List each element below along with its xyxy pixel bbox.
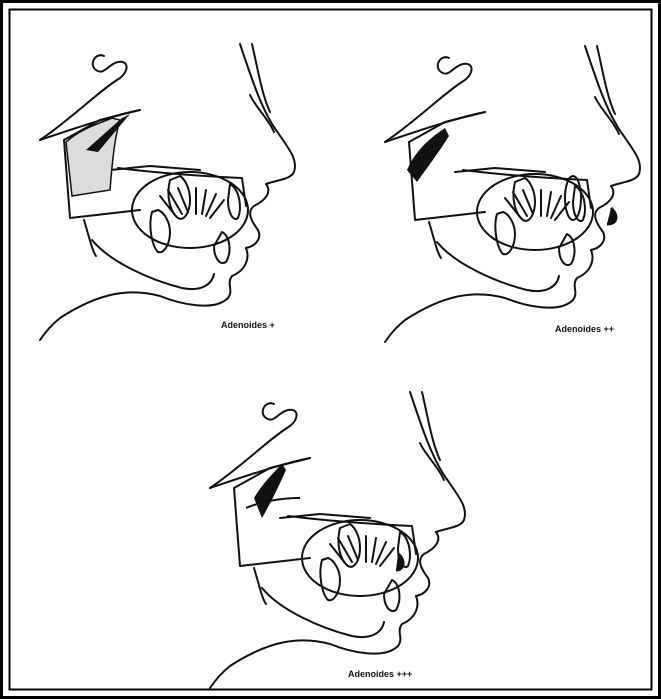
caption-panel-2: Adenoides ++ <box>555 324 614 334</box>
panel-3-drawing <box>210 392 465 688</box>
caption-panel-3: Adenoides +++ <box>348 669 412 679</box>
panel-1-drawing <box>40 44 295 340</box>
lip-3 <box>396 554 403 570</box>
panel-2-drawing <box>385 46 640 342</box>
adenoid-mass-2 <box>407 128 449 182</box>
lip-2 <box>607 208 616 224</box>
caption-panel-1: Adenoides + <box>221 320 275 330</box>
inner-border <box>10 10 652 690</box>
